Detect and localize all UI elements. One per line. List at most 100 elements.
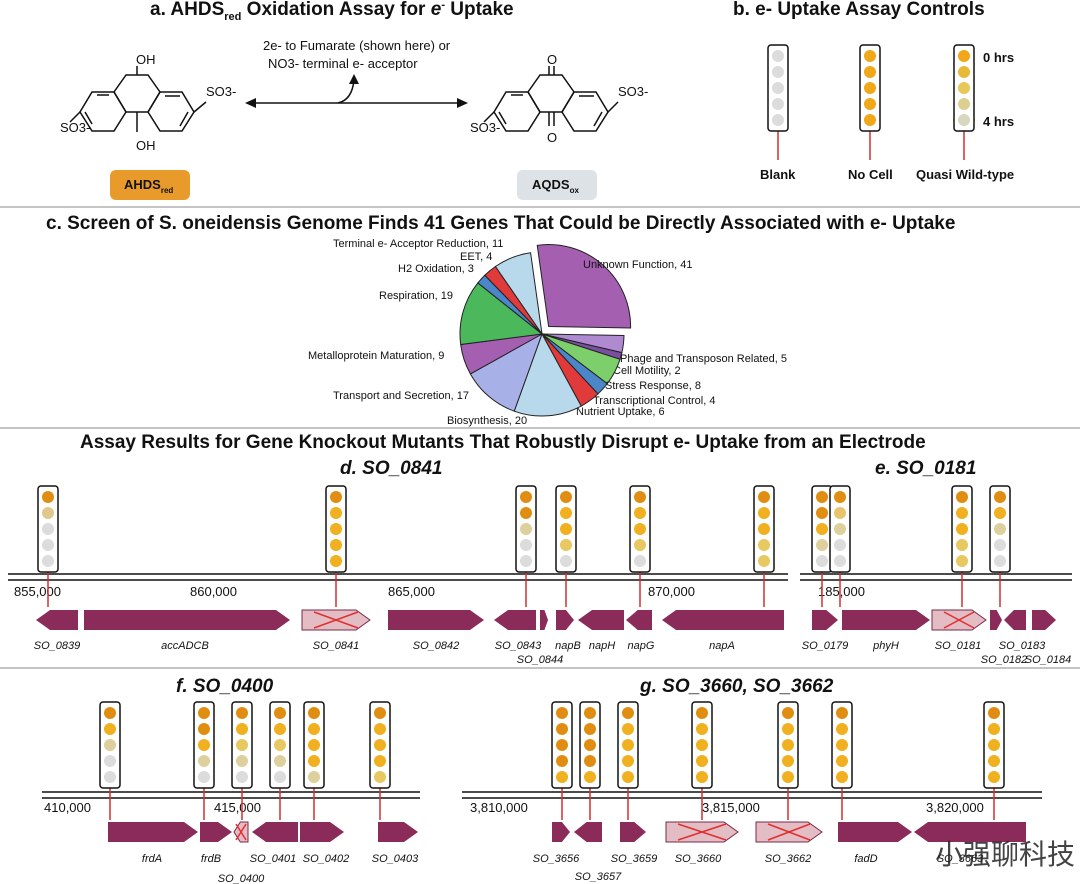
mutant-well-strip: [579, 701, 601, 820]
well: [330, 555, 342, 567]
gene-label: SO_0182: [981, 654, 1027, 666]
well: [198, 739, 210, 751]
well: [104, 707, 116, 719]
well: [308, 739, 320, 751]
gene-arrow: SO_0402: [300, 822, 349, 865]
probes-layer: [37, 485, 1011, 820]
gene-arrow: SO_0843: [494, 610, 542, 652]
well: [758, 523, 770, 535]
mutant-well-strip: [99, 701, 121, 820]
gene-label: napG: [628, 640, 655, 652]
well: [834, 539, 846, 551]
gene-label: SO_3662: [765, 853, 811, 865]
well: [994, 507, 1006, 519]
well: [104, 723, 116, 735]
well: [696, 723, 708, 735]
gene-shape: [842, 610, 930, 630]
well: [994, 539, 1006, 551]
gene-shape: [990, 610, 1002, 630]
well: [772, 82, 784, 94]
well: [520, 555, 532, 567]
well: [520, 539, 532, 551]
well: [274, 707, 286, 719]
well: [520, 507, 532, 519]
gene-shape: [252, 822, 298, 842]
well: [864, 50, 876, 62]
panel-c: c. Screen of S. oneidensis Genome Finds …: [46, 213, 955, 427]
mutant-well-strip: [691, 701, 713, 820]
gene-arrow: SO_0179: [802, 610, 848, 652]
panel-a-title: a. AHDSred Oxidation Assay for e- Uptake: [150, 0, 514, 23]
control-strip: [767, 44, 789, 160]
well: [956, 555, 968, 567]
gene-arrow: SO_0400: [218, 821, 265, 884]
gene-shape: [574, 822, 602, 842]
gene-arrow: SO_0839: [34, 610, 80, 652]
gene-shape: [388, 610, 484, 630]
well: [816, 491, 828, 503]
gene-label: SO_0183: [999, 640, 1046, 652]
panel-f: f. SO_0400 410,000 415,000: [42, 676, 420, 815]
well: [956, 491, 968, 503]
well: [308, 755, 320, 767]
well: [988, 771, 1000, 783]
knockout-cross: [677, 823, 727, 841]
well: [560, 523, 572, 535]
arrow-head-right: [457, 98, 468, 108]
aqds-o-bottom: O: [547, 130, 557, 145]
watermark: 小强聊科技: [935, 839, 1075, 870]
d-coord-3: 865,000: [388, 584, 435, 599]
knockout-cross: [313, 611, 359, 629]
f-coord-1: 410,000: [44, 800, 91, 815]
well: [374, 723, 386, 735]
gene-shape: [1004, 610, 1026, 630]
mutant-well-strip: [231, 701, 253, 820]
gene-arrow: SO_3657: [574, 822, 622, 883]
well: [634, 539, 646, 551]
well: [864, 82, 876, 94]
well: [42, 539, 54, 551]
mutant-well-strip: [37, 485, 59, 607]
well: [622, 755, 634, 767]
well: [958, 50, 970, 62]
panel-g-title: g. SO_3660, SO_3662: [639, 676, 834, 697]
well: [958, 114, 970, 126]
well: [42, 507, 54, 519]
gene-shape: [84, 610, 290, 630]
gene-arrow: SO_0841: [301, 609, 371, 652]
well: [556, 707, 568, 719]
well: [864, 114, 876, 126]
well: [836, 707, 848, 719]
d-coord-1: 855,000: [14, 584, 61, 599]
well: [994, 555, 1006, 567]
gene-arrow: SO_0184: [1025, 610, 1071, 666]
well: [836, 755, 848, 767]
gene-label: SO_0842: [413, 640, 459, 652]
well: [772, 66, 784, 78]
aqds-so3-right: SO3-: [618, 84, 648, 99]
well: [634, 523, 646, 535]
gene-label: SO_3663: [937, 853, 984, 865]
well: [584, 739, 596, 751]
panel-b-title: b. e- Uptake Assay Controls: [733, 0, 985, 20]
well: [988, 707, 1000, 719]
control-label: Quasi Wild-type: [916, 167, 1014, 182]
gene-label: napB: [555, 640, 581, 652]
gene-shape: [200, 822, 232, 842]
gene-arrow: napB: [555, 610, 581, 652]
pie-slice: [494, 252, 543, 335]
control-label: Blank: [760, 167, 796, 182]
gene-arrow: SO_3656: [533, 822, 580, 865]
well: [374, 755, 386, 767]
gene-shape: [108, 822, 198, 842]
panel-c-title: c. Screen of S. oneidensis Genome Finds …: [46, 213, 955, 234]
well: [864, 98, 876, 110]
well: [42, 555, 54, 567]
well: [520, 523, 532, 535]
gene-arrow: SO_0842: [388, 610, 484, 652]
well: [584, 723, 596, 735]
gene-arrow: SO_3662: [755, 821, 823, 865]
pie-label: Biosynthesis, 20: [447, 415, 527, 427]
